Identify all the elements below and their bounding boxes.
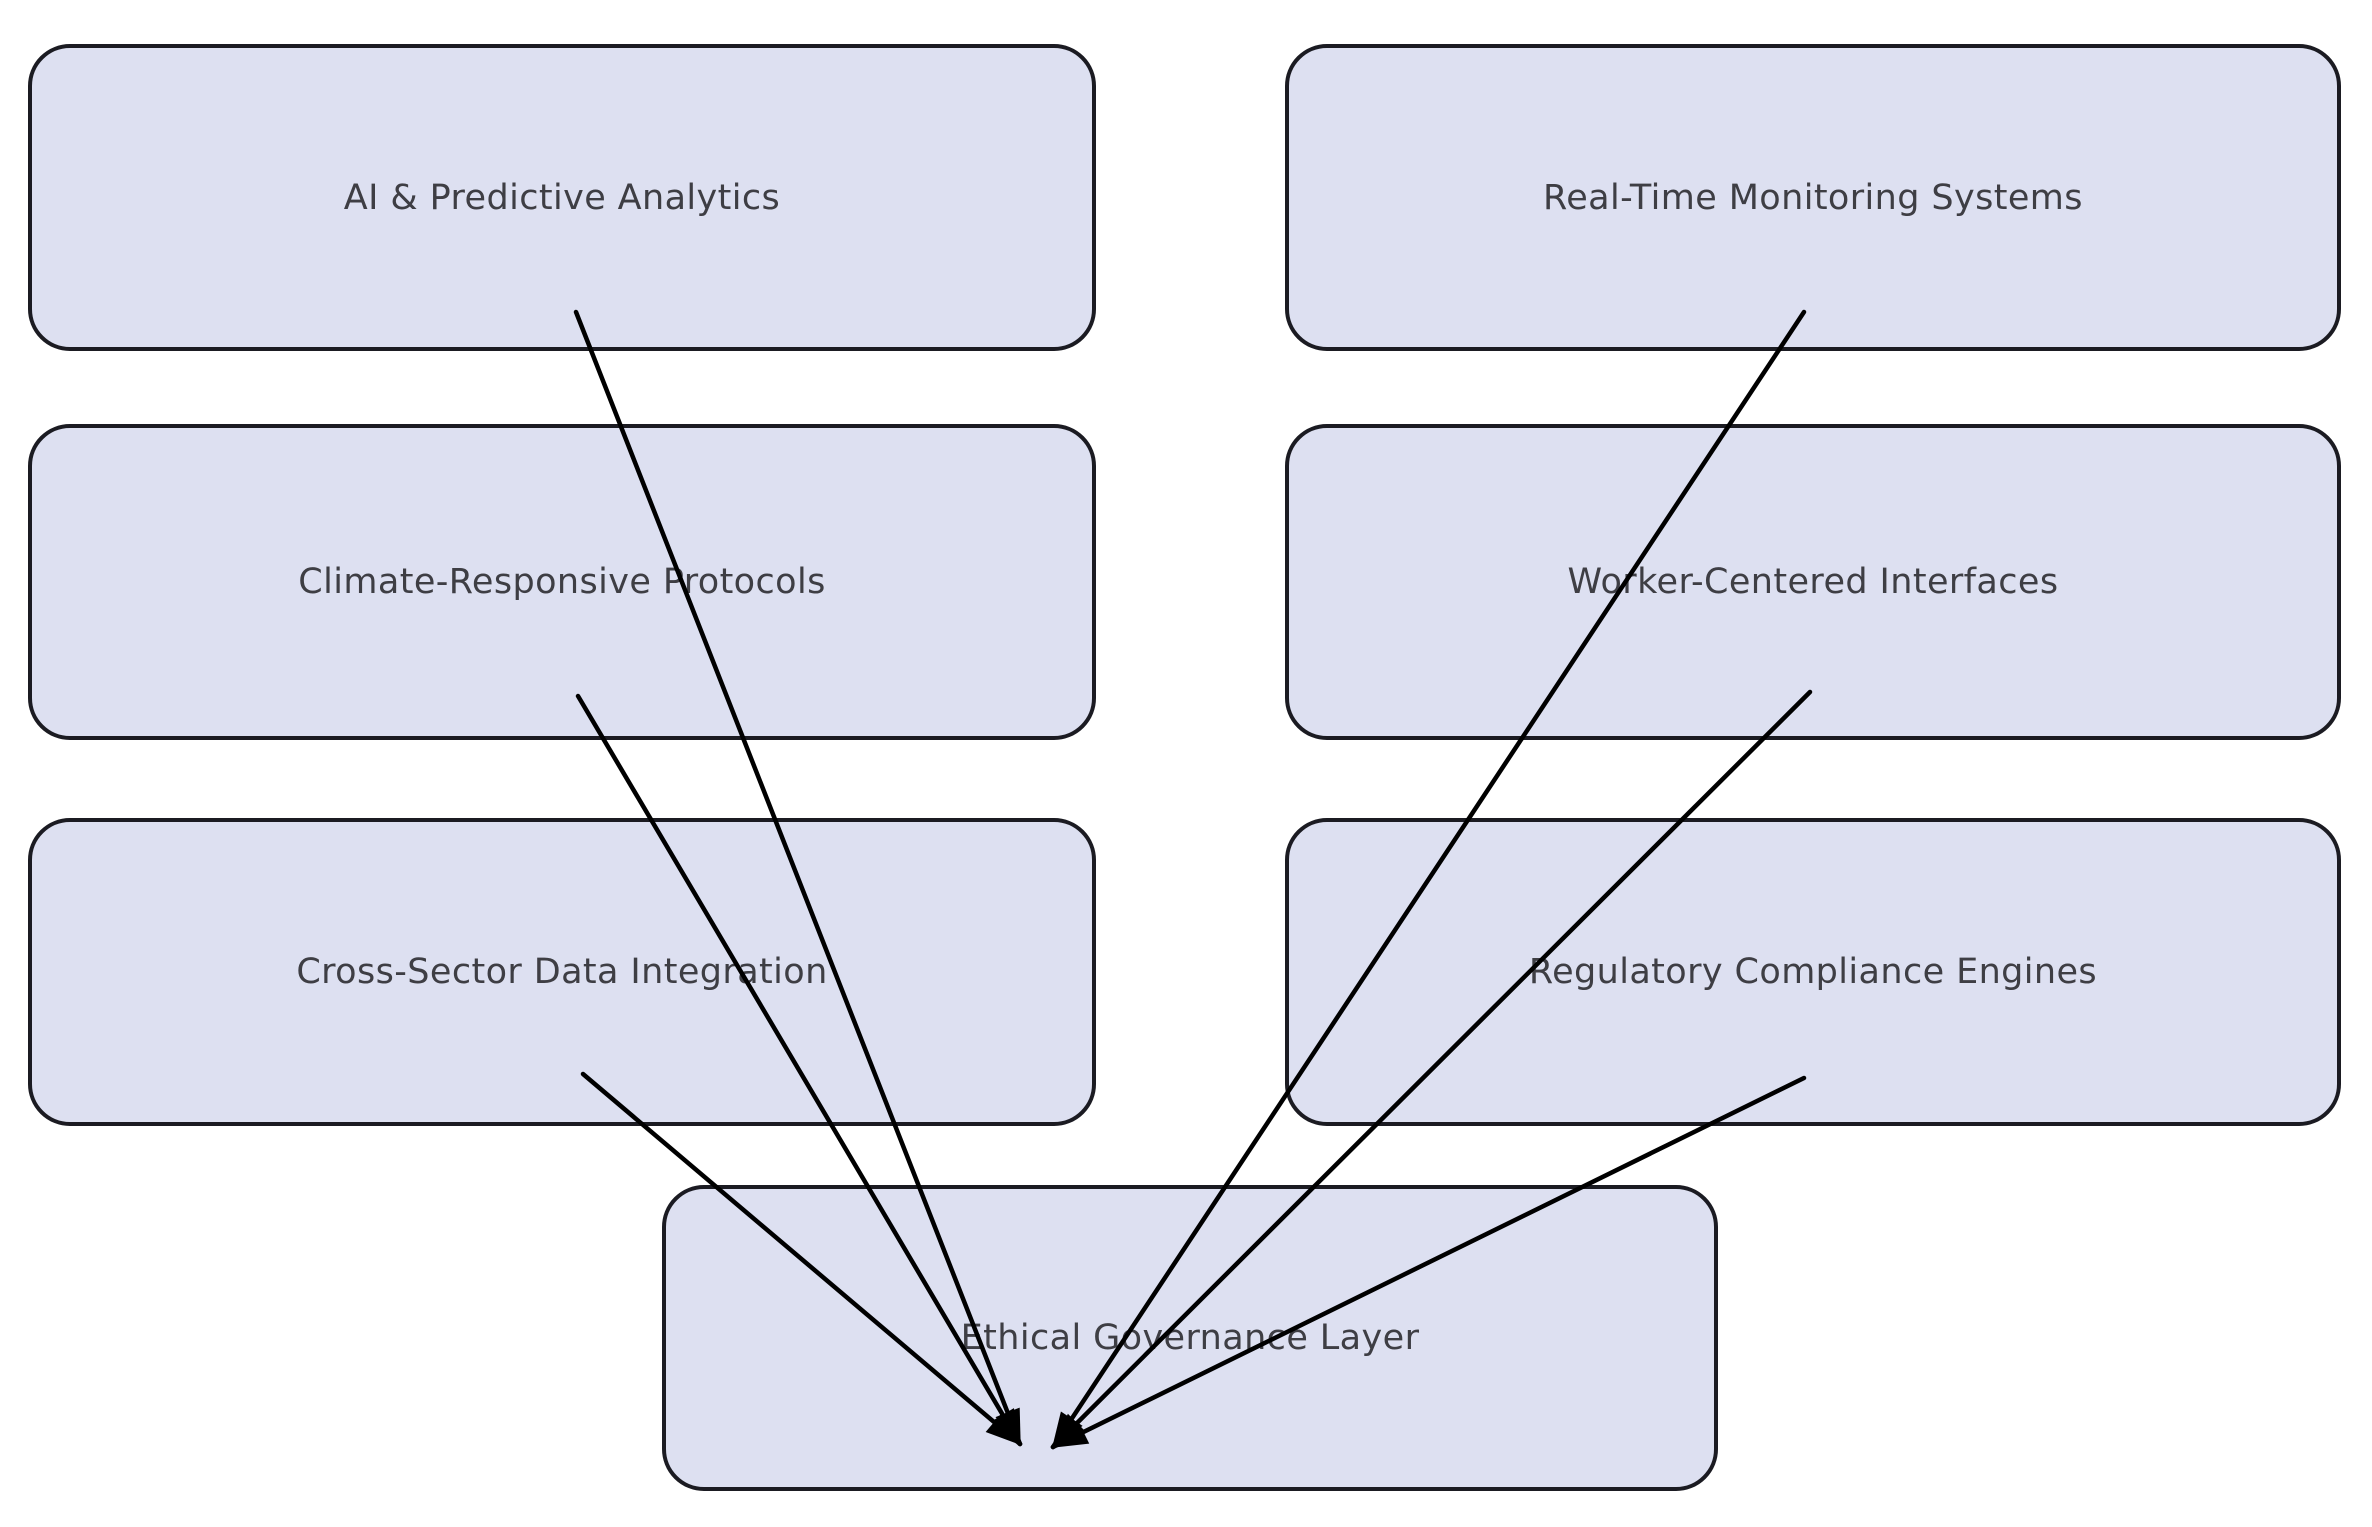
node-real-time-monitoring-systems: Real-Time Monitoring Systems — [1285, 44, 2341, 351]
node-ethical-governance-layer: Ethical Governance Layer — [662, 1185, 1718, 1491]
node-label: AI & Predictive Analytics — [343, 177, 781, 218]
node-label: Regulatory Compliance Engines — [1528, 952, 2098, 992]
node-label: Ethical Governance Layer — [960, 1318, 1420, 1358]
node-label: Climate-Responsive Protocols — [298, 562, 826, 602]
node-label: Worker-Centered Interfaces — [1567, 562, 2059, 602]
node-label: Cross-Sector Data Integration — [296, 952, 828, 992]
node-ai-predictive-analytics: AI & Predictive Analytics — [28, 44, 1096, 351]
node-worker-centered-interfaces: Worker-Centered Interfaces — [1285, 424, 2341, 740]
node-climate-responsive-protocols: Climate-Responsive Protocols — [28, 424, 1096, 740]
node-regulatory-compliance-engines: Regulatory Compliance Engines — [1285, 818, 2341, 1126]
node-label: Real-Time Monitoring Systems — [1543, 177, 2083, 218]
node-cross-sector-data-integration: Cross-Sector Data Integration — [28, 818, 1096, 1126]
